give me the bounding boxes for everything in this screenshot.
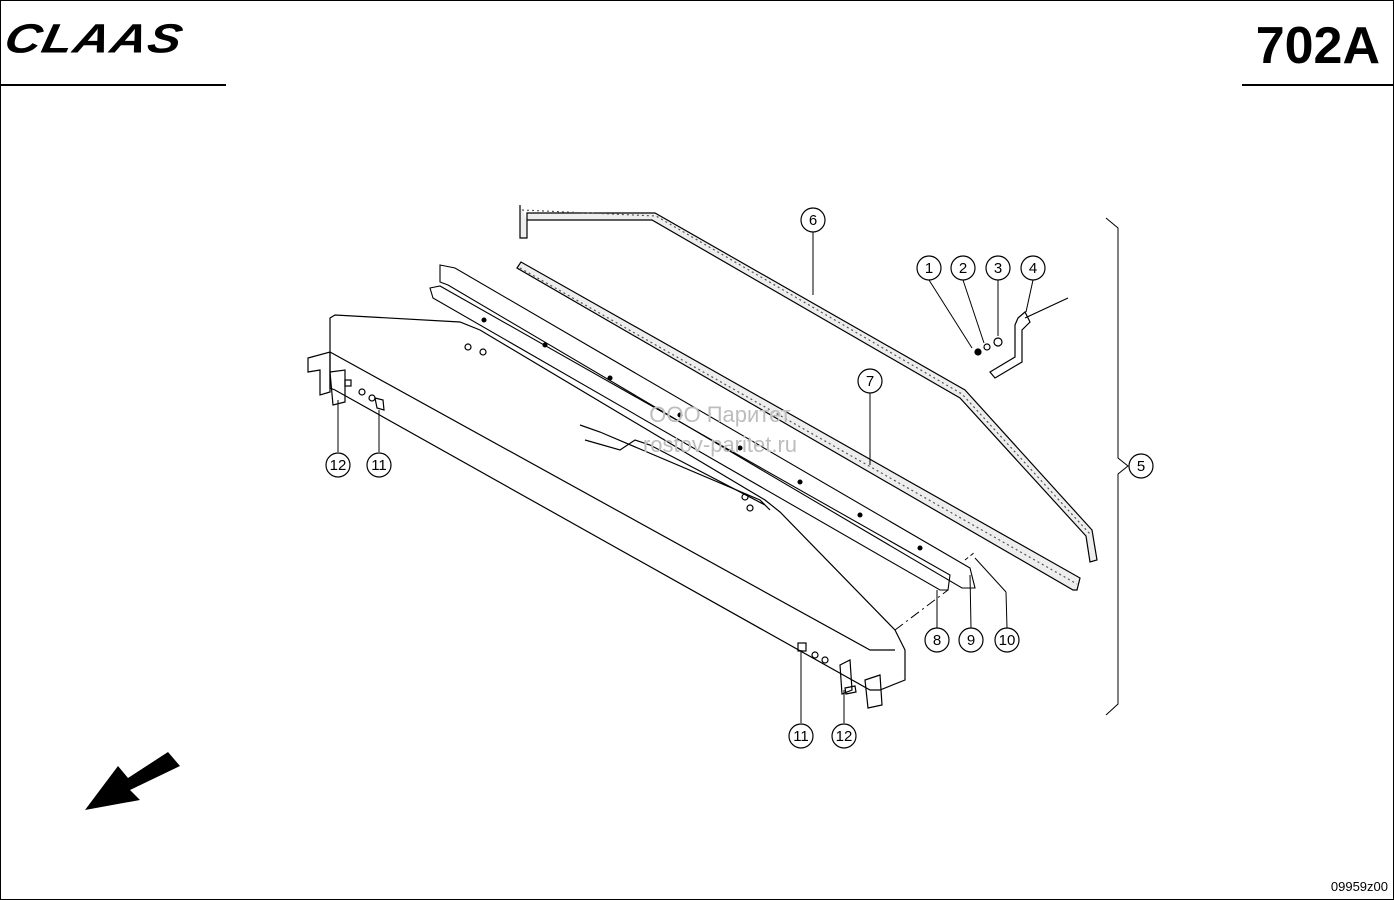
callout-7: 7: [857, 368, 883, 394]
direction-arrow-icon: [85, 752, 180, 810]
callout-11-right: 11: [788, 723, 814, 749]
svg-text:11: 11: [793, 728, 809, 745]
assembly-centerline: [894, 589, 949, 631]
callout-11-left: 11: [366, 452, 392, 478]
callout-8: 8: [924, 627, 950, 653]
part-4-bracket: [974, 297, 1069, 379]
drawing-code: 09959z00: [1330, 879, 1388, 894]
callout-12-left: 12: [325, 452, 351, 478]
main-side-panel: [307, 314, 906, 709]
svg-text:6: 6: [809, 212, 817, 229]
svg-text:11: 11: [371, 457, 387, 474]
sheet-number: 702A: [1255, 17, 1380, 75]
callout-3: 3: [985, 255, 1011, 281]
svg-text:3: 3: [994, 260, 1002, 277]
watermark-line-1: ООО Паритет: [649, 402, 791, 427]
part-6-upper-strip: [519, 205, 1098, 563]
svg-text:10: 10: [999, 632, 1016, 649]
callouts: 1 2 3 4 5 6 7 8: [325, 207, 1154, 749]
watermark: ООО Паритет rostov-paritet.ru: [560, 400, 880, 460]
leader-lines: [337, 217, 1129, 723]
svg-text:5: 5: [1137, 458, 1145, 475]
logo-underline: [0, 84, 226, 86]
svg-text:1: 1: [925, 260, 933, 277]
callout-2: 2: [950, 255, 976, 281]
svg-text:8: 8: [933, 632, 941, 649]
svg-text:7: 7: [866, 373, 874, 390]
callout-10: 10: [994, 627, 1020, 653]
part-7-rubber-strip: [516, 261, 1081, 591]
assembly-centerline-2: [964, 551, 976, 561]
svg-text:12: 12: [836, 728, 853, 745]
callout-9: 9: [958, 627, 984, 653]
callout-6: 6: [800, 207, 826, 233]
callout-5: 5: [1128, 453, 1154, 479]
svg-text:4: 4: [1029, 260, 1037, 277]
svg-text:9: 9: [967, 632, 975, 649]
sheet-underline: [1242, 84, 1394, 86]
callout-12-right: 12: [831, 723, 857, 749]
watermark-line-2: rostov-paritet.ru: [642, 432, 798, 457]
callout-4: 4: [1020, 255, 1046, 281]
callout-1: 1: [916, 255, 942, 281]
svg-text:12: 12: [330, 457, 347, 474]
svg-text:2: 2: [959, 260, 967, 277]
